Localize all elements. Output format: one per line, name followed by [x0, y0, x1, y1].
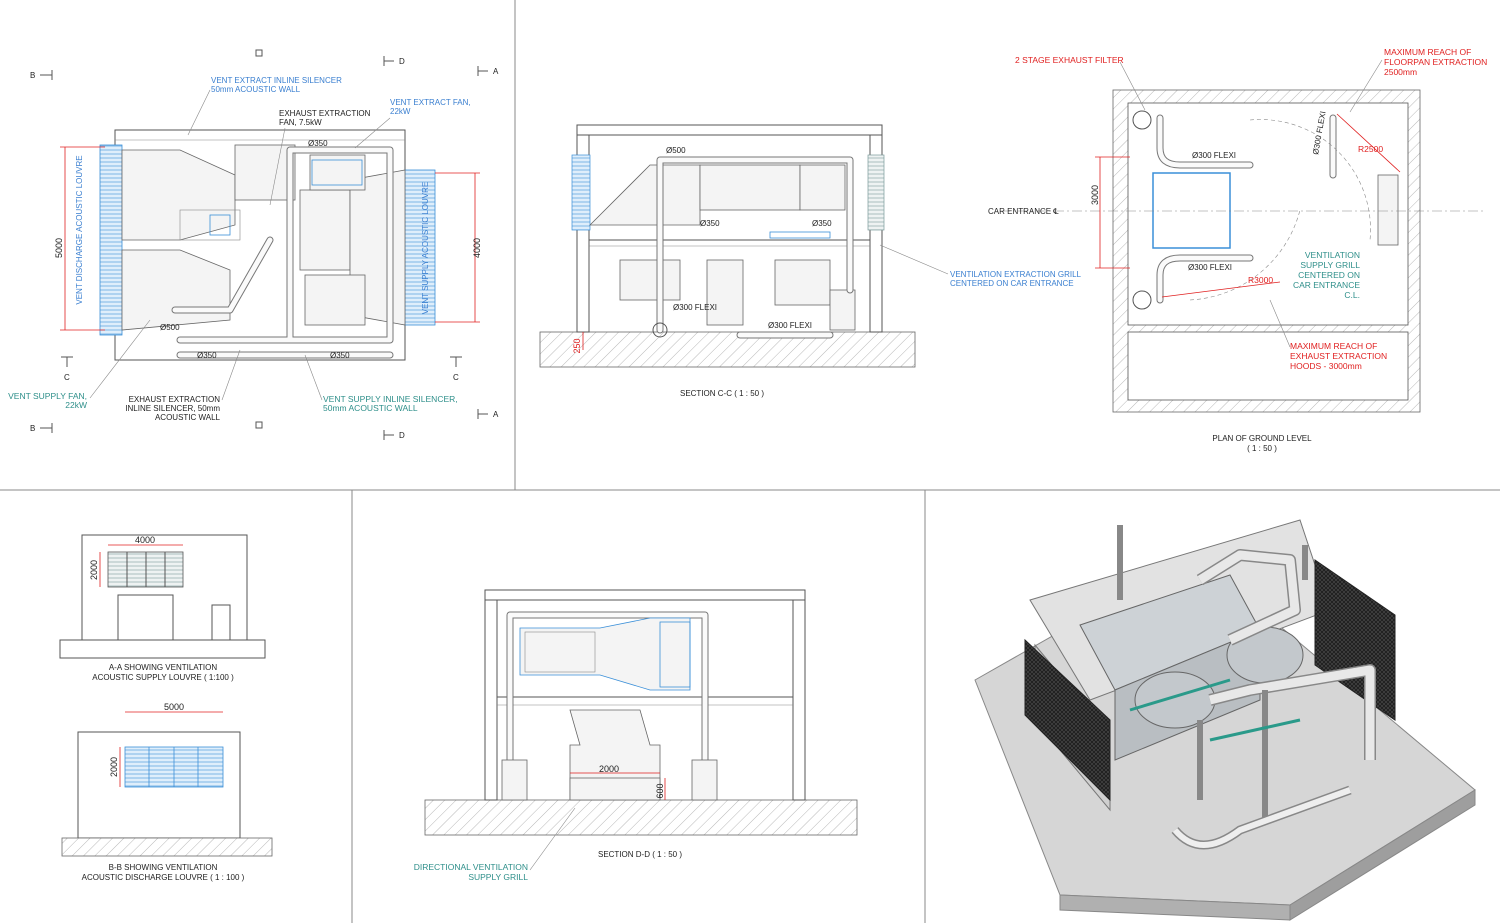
gp-r3000: R3000 — [1248, 275, 1273, 285]
cut-marker-a-top: A — [477, 66, 499, 76]
dim-d350-top: Ø350 — [308, 139, 328, 148]
isometric-3d-view — [974, 519, 1476, 921]
cc-dim-d350-l: Ø350 — [700, 219, 720, 228]
gp-scale: ( 1 : 50 ) — [1247, 444, 1277, 453]
label-vent-supply-silencer: VENT SUPPLY INLINE SILENCER,50mm ACOUSTI… — [323, 394, 458, 413]
dd-dim-h: 600 — [655, 783, 665, 798]
gp-flexi-bottom: Ø300 FLEXI — [1188, 263, 1232, 272]
label-discharge-louvre: VENT DISCHARGE ACOUSTIC LOUVRE — [75, 155, 84, 304]
dd-title: SECTION D-D ( 1 : 50 ) — [598, 850, 682, 859]
aa-dim-h: 2000 — [89, 560, 99, 580]
svg-text:D: D — [399, 431, 405, 440]
gp-title: PLAN OF GROUND LEVEL — [1212, 434, 1312, 443]
bb-dim-h: 2000 — [109, 757, 119, 777]
cc-dim-d500: Ø500 — [666, 146, 686, 155]
dim-d350-br: Ø350 — [330, 351, 350, 360]
section-cc-panel: Ø500 Ø350 Ø350 Ø300 FLEXI Ø300 FLEXI 250… — [539, 124, 1082, 398]
cut-marker-d-bottom: D — [255, 421, 405, 440]
dim-4000: 4000 — [472, 238, 482, 258]
cut-marker-b-bottom: B — [30, 423, 53, 433]
section-cc-title: SECTION C-C ( 1 : 50 ) — [680, 389, 764, 398]
aa-dim-w: 4000 — [135, 535, 155, 545]
label-vent-extract-fan: VENT EXTRACT FAN,22kW — [390, 98, 471, 116]
label-vent-supply-fan: VENT SUPPLY FAN,22kW — [8, 391, 87, 410]
supply-louvre — [404, 169, 436, 326]
dd-dim-w: 2000 — [599, 764, 619, 774]
gp-flexi-top: Ø300 FLEXI — [1192, 151, 1236, 160]
gp-dim-3000: 3000 — [1090, 185, 1100, 205]
dim-d350-bl: Ø350 — [197, 351, 217, 360]
cut-marker-c-left: C — [61, 356, 73, 382]
svg-text:C: C — [453, 373, 459, 382]
cut-marker-a-bottom: A — [477, 409, 499, 419]
discharge-louvre — [99, 144, 123, 336]
gp-filter: 2 STAGE EXHAUST FILTER — [1015, 55, 1124, 65]
cc-dim-250: 250 — [572, 338, 582, 353]
cc-flexi-1: Ø300 FLEXI — [673, 303, 717, 312]
cut-marker-c-right: C — [450, 356, 462, 382]
supply-grill — [1152, 172, 1231, 249]
svg-text:B: B — [30, 71, 35, 80]
cc-dim-d350-r: Ø350 — [812, 219, 832, 228]
cut-marker-d-top: D — [255, 49, 405, 66]
plan-top-panel: 5000 4000 Ø350 Ø500 Ø350 Ø350 VENT DISCH… — [8, 49, 499, 440]
gp-car-entrance: CAR ENTRANCE ℄ — [988, 207, 1059, 216]
cut-marker-b-top: B — [30, 70, 53, 80]
svg-text:B: B — [30, 424, 35, 433]
cc-flexi-2: Ø300 FLEXI — [768, 321, 812, 330]
svg-text:A: A — [493, 410, 499, 419]
plan-ground-panel: 3000 R2500 R3000 Ø300 FLEXI Ø300 FLEXI Ø… — [988, 47, 1487, 453]
svg-text:A: A — [493, 67, 499, 76]
dim-d500: Ø500 — [160, 323, 180, 332]
svg-text:C: C — [64, 373, 70, 382]
section-dd-panel: 2000 600 SECTION D-D ( 1 : 50 ) DIRECTIO… — [414, 589, 858, 882]
dim-5000: 5000 — [54, 238, 64, 258]
gp-r2500: R2500 — [1358, 144, 1383, 154]
bb-dim-w: 5000 — [164, 702, 184, 712]
label-supply-louvre: VENT SUPPLY ACOUSTIC LOUVRE — [421, 182, 430, 314]
iso-discharge-louvre — [1024, 638, 1111, 802]
svg-text:D: D — [399, 57, 405, 66]
